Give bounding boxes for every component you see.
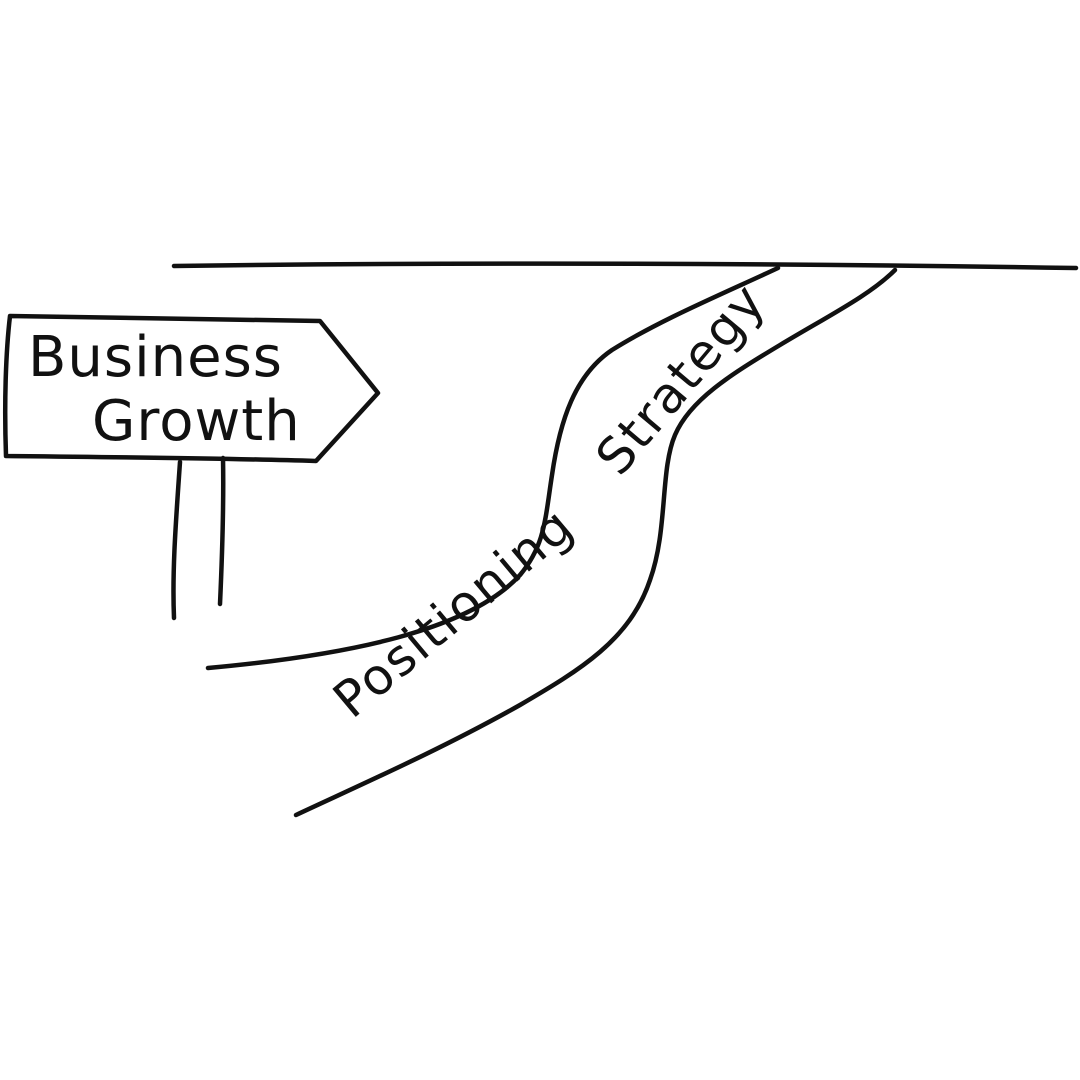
sign-label-line2: Growth bbox=[92, 389, 301, 454]
road-left-edge bbox=[205, 265, 781, 671]
road-label-strategy: Strategy bbox=[585, 272, 777, 486]
sign-label-line1: Business bbox=[28, 325, 283, 390]
sign-board bbox=[2, 313, 381, 464]
road-label-positioning: Positioning bbox=[322, 496, 584, 729]
sign-post-left bbox=[171, 459, 183, 621]
road-right-edge bbox=[293, 267, 898, 818]
sign-post-right bbox=[217, 455, 226, 607]
horizon-line bbox=[171, 261, 1079, 271]
